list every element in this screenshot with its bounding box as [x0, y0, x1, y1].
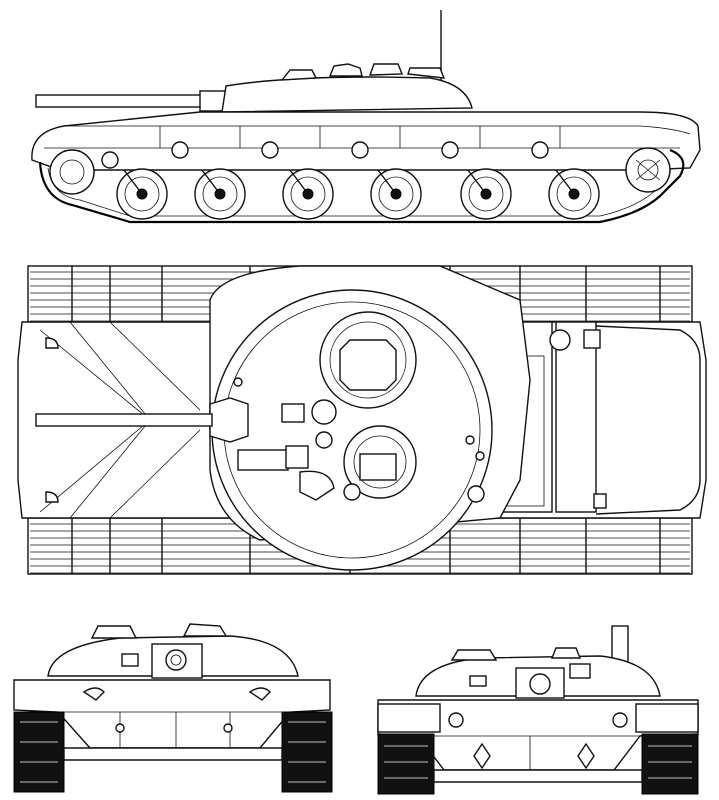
turret: [221, 76, 473, 113]
side-view: [31, 10, 701, 224]
fender-brackets: [159, 126, 561, 148]
commander-cupola: [319, 311, 417, 409]
road-wheels: [116, 168, 600, 220]
turret-hatches-rear: [450, 647, 591, 687]
idler-wheel: [625, 147, 671, 193]
headlight-right: [45, 491, 59, 503]
suspension-arms: [123, 169, 575, 195]
turret-hatches: [280, 63, 446, 81]
return-rollers: [101, 141, 549, 169]
rear-fender-slats: [377, 703, 699, 733]
track-left-rear: [377, 733, 435, 795]
track: [38, 148, 685, 224]
gun-mantlet: [209, 397, 249, 443]
front-view: [13, 623, 333, 793]
lower-plate-front: [63, 747, 283, 761]
track-right-rear: [641, 733, 699, 795]
hull: [31, 111, 701, 171]
drive-sprocket: [49, 149, 95, 195]
gun-barrel-top: [35, 413, 213, 427]
headlight-left: [45, 337, 59, 349]
rear-view: [377, 625, 699, 795]
hull-edge-line: [64, 125, 691, 135]
gunner-hatch: [343, 425, 417, 499]
track-right-front: [281, 711, 333, 793]
gun-barrel: [35, 90, 231, 112]
lower-plate-rear: [433, 769, 643, 783]
turret-hatches-front: [90, 623, 228, 667]
track-left-front: [13, 711, 65, 793]
periscopes: [233, 377, 485, 503]
gun-muzzle-front: [165, 649, 187, 671]
top-view: [17, 265, 707, 575]
